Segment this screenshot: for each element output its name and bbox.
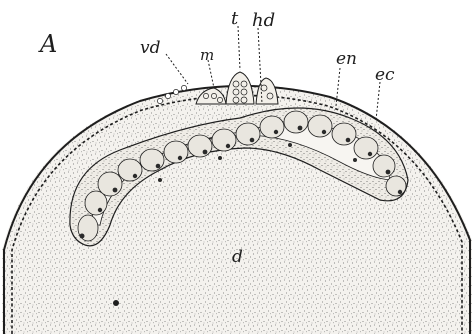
panel-letter: A — [38, 30, 57, 58]
yolk-nucleus — [113, 300, 119, 306]
label-hd: hd — [252, 10, 275, 31]
label-t: t — [231, 8, 239, 29]
label-ec: ec — [375, 65, 395, 85]
label-vd: vd — [140, 38, 161, 58]
label-d: d — [232, 247, 243, 267]
label-en: en — [336, 49, 357, 69]
label-m: m — [200, 46, 214, 64]
